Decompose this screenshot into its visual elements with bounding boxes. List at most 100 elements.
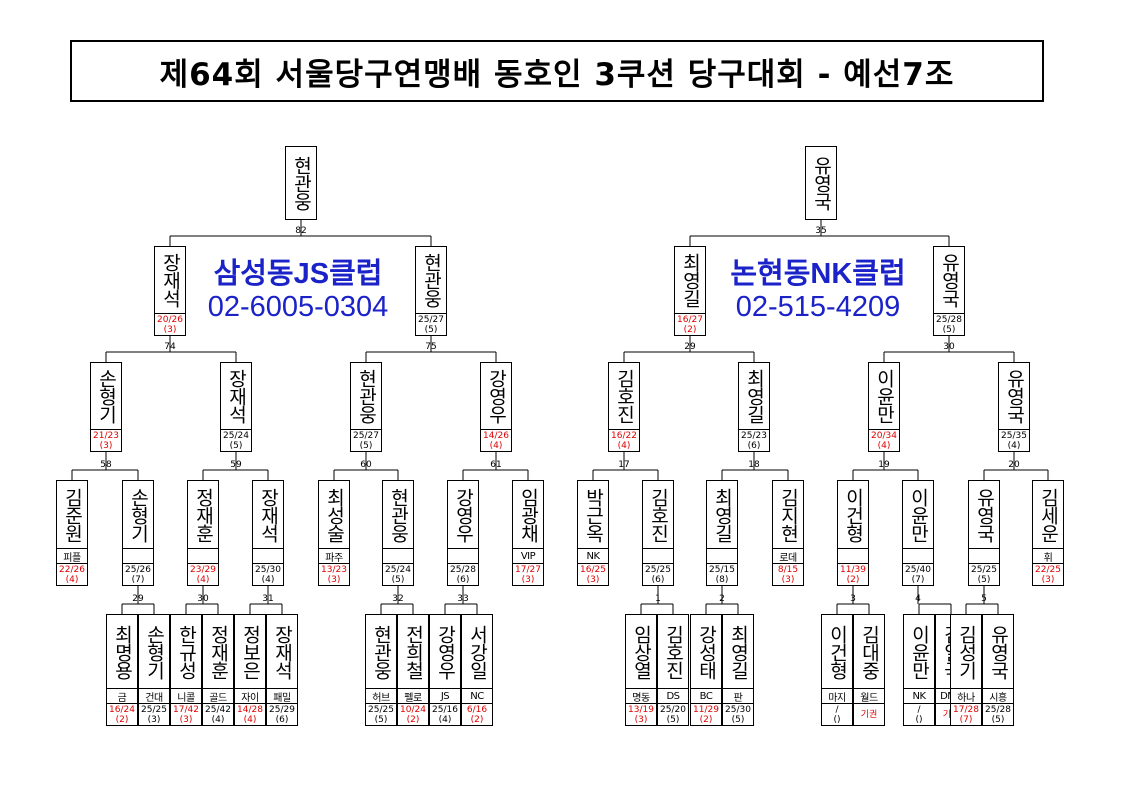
match-number: 30: [197, 594, 209, 604]
player-name-cell: 현관웅: [351, 363, 381, 430]
team-name: 허브: [366, 689, 396, 704]
score-cell: 23/29(4): [188, 564, 218, 585]
score: 22/26: [59, 564, 85, 575]
player-name: 최영길: [743, 369, 766, 423]
score: /: [835, 704, 839, 715]
high-run: (4): [1007, 440, 1021, 451]
player-name: 손형기: [95, 369, 118, 423]
score-cell: 25/26(7): [123, 564, 153, 585]
high-run: (4): [211, 714, 225, 725]
player-name-cell: 유영국: [934, 247, 964, 314]
score: 11/29: [693, 704, 719, 715]
player-name-cell: 손형기: [91, 363, 121, 430]
match-number: 29: [684, 342, 696, 352]
high-run: (5): [731, 714, 745, 725]
score-cell: 11/29(2): [691, 704, 721, 725]
player-name: 최명용: [111, 624, 134, 679]
score-cell: 25/23(6): [739, 430, 769, 451]
match-number: 61: [490, 460, 502, 470]
player-name-cell: 장재석: [155, 247, 185, 314]
match-number: 29: [132, 594, 144, 604]
player-name: 이건형: [826, 624, 849, 679]
team-name: NK: [578, 549, 608, 564]
player-name-cell: 유영국: [999, 363, 1029, 430]
score: 25/25: [971, 564, 997, 575]
team-name: NC: [462, 689, 492, 704]
score: 25/27: [418, 314, 444, 325]
team-name: NK: [904, 689, 934, 704]
player-name-cell: 강영우: [481, 363, 511, 430]
player-name: 이건형: [842, 487, 865, 542]
high-run: (2): [406, 714, 420, 725]
team-name: [448, 549, 478, 564]
score: 25/24: [385, 564, 411, 575]
player-name: 김준원: [61, 487, 84, 542]
high-run: (2): [470, 714, 484, 725]
player-name: 현관웅: [355, 369, 378, 423]
score-cell: /(): [904, 704, 934, 725]
player-name-cell: 이건형: [838, 481, 868, 549]
team-name: 로데: [773, 549, 803, 564]
match-number: 32: [392, 594, 404, 604]
score-cell: 10/24(2): [398, 704, 428, 725]
high-run: (5): [666, 714, 680, 725]
team-name: 건대: [139, 689, 169, 704]
match-number: 19: [878, 460, 890, 470]
player-name-cell: 김세운: [1033, 481, 1063, 549]
player-name: 유영국: [1003, 369, 1026, 423]
score: 25/30: [255, 564, 281, 575]
score: 25/28: [450, 564, 476, 575]
high-run: (5): [229, 440, 243, 451]
score: 25/25: [368, 704, 394, 715]
high-run: (4): [489, 440, 503, 451]
player-name: 현관웅: [290, 156, 313, 210]
club-name: 삼성동JS클럽: [213, 258, 383, 290]
team-name: 피플: [57, 549, 87, 564]
player-name-cell: 김호진: [609, 363, 639, 430]
player-name-cell: 서강일: [462, 615, 492, 689]
player-name-cell: 현관웅: [286, 147, 316, 219]
high-run: (4): [243, 714, 257, 725]
high-run: (3): [521, 574, 535, 585]
player-name-cell: 최영길: [723, 615, 753, 689]
score: 6/16: [466, 704, 488, 715]
score: 17/27: [515, 564, 541, 575]
score: 16/22: [611, 430, 637, 441]
high-run: (7): [911, 574, 925, 585]
match-number: 18: [748, 460, 760, 470]
match-number: 59: [230, 460, 242, 470]
team-name: [838, 549, 868, 564]
score-cell: 25/28(6): [448, 564, 478, 585]
score: 22/25: [1035, 564, 1061, 575]
score-cell: 25/25(5): [366, 704, 396, 725]
score-cell: 25/30(5): [723, 704, 753, 725]
score: 25/28: [936, 314, 962, 325]
player-name-cell: 현관웅: [366, 615, 396, 689]
player-name: 임상열: [630, 624, 653, 679]
player-name: 김대중: [858, 624, 881, 679]
score-cell: 25/25(3): [139, 704, 169, 725]
player-name: 최영길: [679, 253, 702, 307]
team-name: 월드: [854, 689, 884, 704]
match-number: 2: [719, 594, 725, 604]
score-cell: 25/16(4): [430, 704, 460, 725]
high-run: (4): [65, 574, 79, 585]
score: 25/15: [709, 564, 735, 575]
high-run: (3): [163, 324, 177, 335]
player-name: 현관웅: [387, 487, 410, 542]
player-box: 최영길 25/23(6): [738, 362, 770, 452]
score-cell: 20/26(3): [155, 314, 185, 335]
